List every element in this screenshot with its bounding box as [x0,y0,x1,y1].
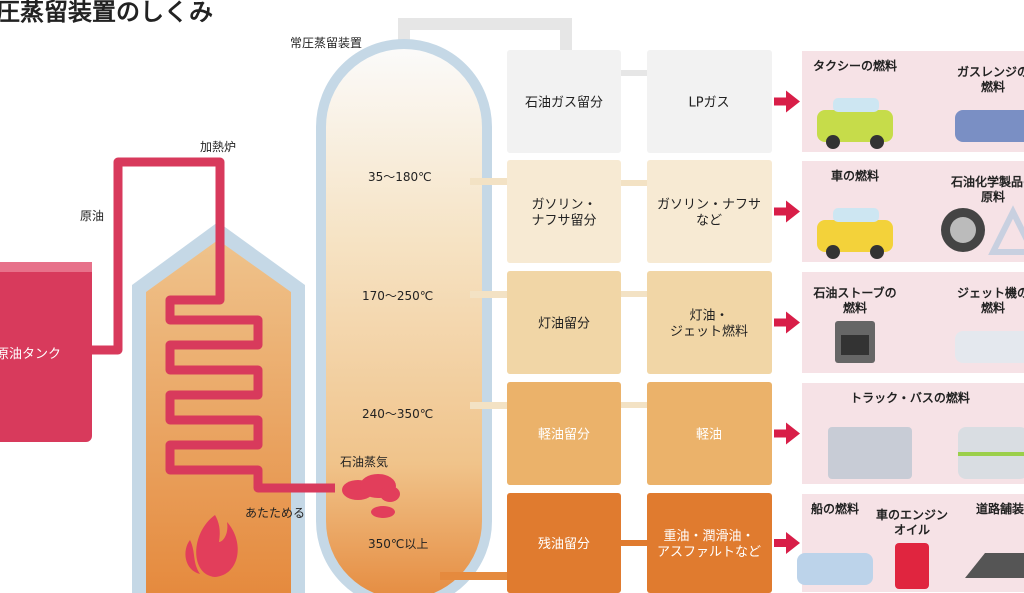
vapor-label: 石油蒸気 [340,454,388,469]
use-item: 道路舗装 [965,501,1024,578]
use-label: 燃料 [981,300,1005,315]
use-label: 車の燃料 [831,168,879,183]
column-label: 常圧蒸留装置 [290,36,362,50]
arrow-right-icon [774,90,800,113]
fraction-label: 残油留分 [538,537,590,552]
use-label: 燃料 [981,79,1005,94]
product-box [647,160,772,263]
temp-label: 35〜180℃ [368,170,432,184]
use-label: 石油ストーブの [812,285,896,300]
use-label: タクシーの燃料 [813,58,897,73]
fraction-label: 軽油留分 [538,428,590,443]
use-label: トラック・バスの燃料 [850,390,970,405]
product-label: など [696,214,722,229]
use-label: 道路舗装 [976,501,1024,516]
tire-icon [941,205,1024,255]
tank-label: 原油タンク [0,347,61,362]
use-label: 燃料 [843,300,867,315]
use-label: 石油化学製品の [950,174,1024,189]
use-label: ガスレンジの [957,64,1024,79]
use-item: 船の燃料 [797,501,873,585]
crude-oil-tank [0,262,92,442]
fraction-label: ナフサ留分 [531,214,596,229]
road-icon [965,553,1024,578]
fraction-box [507,160,621,263]
gas-stove-icon [955,110,1024,142]
product-label: 重油・潤滑油・ [663,528,754,544]
temp-label: 240〜350℃ [362,407,433,421]
fraction-box [507,493,621,593]
crude-pipe [92,157,335,493]
ship-icon [797,553,873,585]
use-label: オイル [894,523,930,537]
fraction-box [507,50,621,153]
heater-icon [835,321,875,363]
heat-label: あたためる [245,506,305,520]
vapor-cloud-icon [342,474,400,518]
arrow-right-icon [774,532,800,554]
connectors [440,70,650,580]
product-label: ガソリン・ナフサ [657,198,761,213]
truck-bus-icon [828,427,1024,479]
furnace-label: 加熱炉 [200,140,236,154]
product-box [647,493,772,593]
temp-label: 170〜250℃ [362,289,433,303]
page-title: 圧蒸留装置のしくみ [0,0,213,26]
use-label: ジェット機の [957,285,1024,300]
use-label: 車のエンジン [876,507,948,522]
use-item: タクシーの燃料 [813,58,897,149]
fraction-label: 石油ガス留分 [525,96,603,111]
product-label: 軽油 [696,428,722,443]
product-box [647,382,772,485]
oil-can-icon [895,543,929,589]
use-item: トラック・バスの燃料 [828,390,1024,479]
car-icon [817,208,893,259]
taxi-icon [817,98,893,149]
crude-label: 原油 [80,209,104,223]
airplane-icon [955,331,1024,363]
product-label: ジェット燃料 [670,324,748,340]
fraction-box [507,382,621,485]
arrow-right-icon [774,200,800,223]
arrow-right-icon [774,422,800,445]
fraction-box [507,271,621,374]
product-label: LPガス [688,96,729,111]
flame-icon [185,515,238,577]
product-label: 灯油・ [689,309,728,324]
fraction-label: ガソリン・ [531,198,596,213]
fraction-row: 軽油留分 軽油 トラック・バスの燃料 [507,382,1024,485]
use-label: 原料 [981,189,1005,204]
use-item: 車の燃料 [817,168,893,259]
arrow-right-icon [774,311,800,334]
distillation-column [316,39,492,593]
product-box [647,50,772,153]
use-label: 船の燃料 [811,501,859,516]
use-item: 石油化学製品の原料 [941,174,1024,255]
temp-label: 350℃以上 [368,537,428,551]
product-box [647,271,772,374]
fraction-label: 灯油留分 [538,317,590,332]
product-label: アスファルトなど [657,545,761,560]
